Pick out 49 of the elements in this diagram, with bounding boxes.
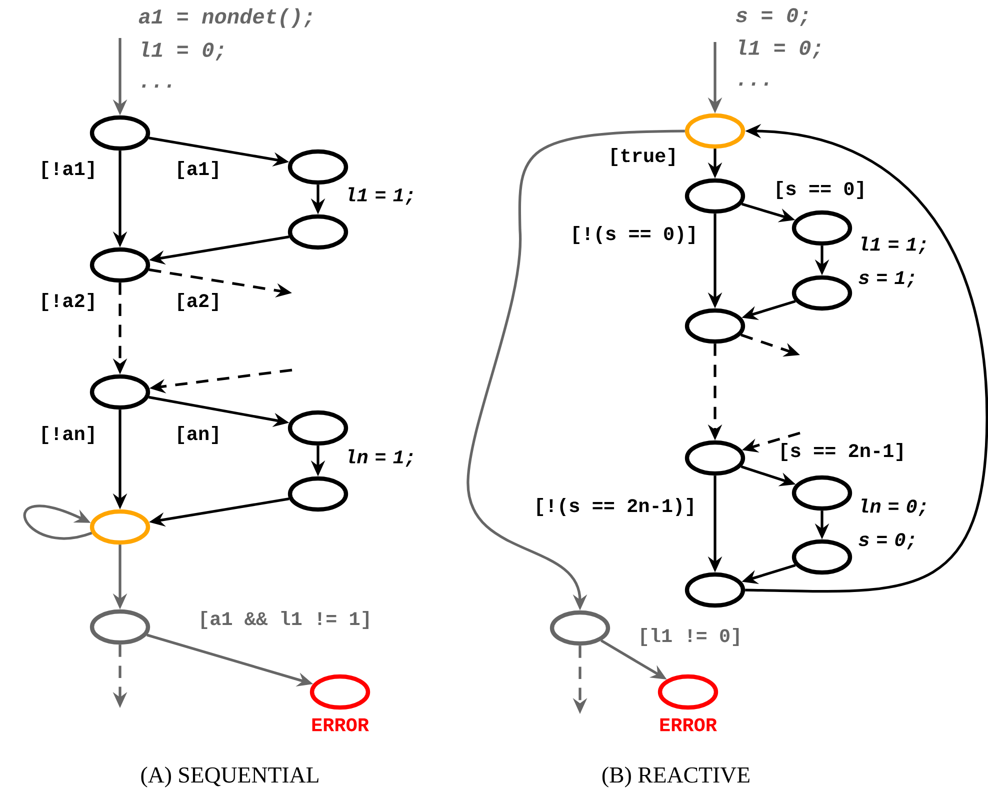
code-line: l1 = 0; xyxy=(739,40,820,59)
ellipse-node xyxy=(792,210,852,246)
code-line: s = 0; xyxy=(736,8,808,26)
ellipse-node xyxy=(90,609,150,645)
edge-label: [!a2] xyxy=(37,291,99,313)
edge-label: [true] xyxy=(606,146,680,168)
edge-label: [a1 && l1 != 1] xyxy=(196,609,374,631)
ellipse-node xyxy=(550,610,610,646)
code-line: l1 = 0; xyxy=(142,42,224,61)
ellipse-node xyxy=(288,149,348,185)
arrow xyxy=(23,505,92,540)
ellipse-node xyxy=(684,572,746,608)
edge-label: [!an] xyxy=(37,424,99,446)
ellipse-node xyxy=(684,113,746,149)
ellipse-node xyxy=(792,539,852,575)
ellipse-node xyxy=(792,475,852,511)
edge-label: [a2] xyxy=(173,291,223,313)
code-line: ... xyxy=(142,84,171,88)
ellipse-node xyxy=(684,440,746,476)
ellipse-node xyxy=(684,308,746,344)
node-caption: ERROR xyxy=(312,718,369,732)
edge-label: [a1] xyxy=(173,159,223,181)
edge-label: ln = 1; xyxy=(343,448,419,468)
edge-label: l1 = 1; xyxy=(343,186,419,206)
subfigure-caption: (B) REACTIVE xyxy=(602,766,750,788)
code-line: a1 = nondet(); xyxy=(138,8,312,28)
ellipse-node xyxy=(90,115,150,151)
node-caption: ERROR xyxy=(660,718,717,732)
code-line: ... xyxy=(739,82,768,86)
edge-label: [an] xyxy=(173,424,223,446)
edge-label: [!(s == 2n-1)] xyxy=(532,496,698,518)
ellipse-node xyxy=(288,476,348,512)
ellipse-node xyxy=(658,674,718,710)
edge-label: [!(s == 0)] xyxy=(568,224,700,246)
ellipse-node xyxy=(90,374,150,410)
edge-label: [!a1] xyxy=(37,159,99,181)
edge-label: ln = 0; s = 0; xyxy=(856,496,932,552)
ellipse-node xyxy=(90,509,150,545)
subfigure-caption: (A) SEQUENTIAL xyxy=(141,766,318,788)
edge-label: [l1 != 0] xyxy=(636,626,744,648)
ellipse-node xyxy=(792,275,852,311)
ellipse-node xyxy=(288,410,348,446)
ellipse-node xyxy=(288,214,348,250)
edge-label: [s == 0] xyxy=(772,179,868,201)
edge-label: l1 = 1; s = 1; xyxy=(856,234,932,290)
edge-label: [s == 2n-1] xyxy=(776,441,908,463)
ellipse-node xyxy=(90,247,150,283)
ellipse-node xyxy=(684,178,746,214)
ellipse-node xyxy=(310,674,370,710)
